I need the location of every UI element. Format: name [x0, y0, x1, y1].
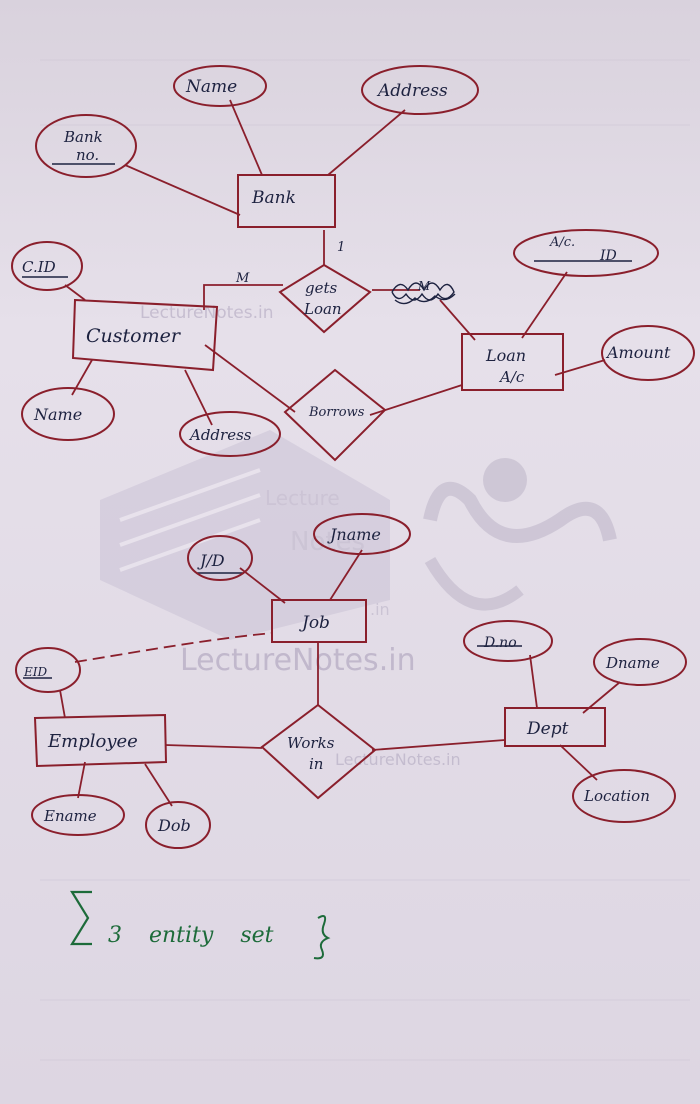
- works-in-relationship: [260, 703, 377, 800]
- gets-loan-relationship: [278, 263, 372, 334]
- dept-location-label: Location: [583, 787, 650, 805]
- entity-set-note-text: 3 entity set: [108, 923, 274, 948]
- amount-attribute: [601, 325, 695, 381]
- customer-entity: [71, 298, 219, 372]
- employee-id-label: EID: [23, 665, 48, 679]
- gets-loan-label-line1: gets: [305, 279, 338, 297]
- entity-set-note: 3 entity set: [70, 890, 331, 960]
- ac-id-attribute: [513, 229, 659, 277]
- dept-location-attribute: [572, 769, 676, 823]
- bank-no-label-line2: no.: [76, 146, 99, 164]
- job-name-label: Jname: [327, 525, 381, 544]
- customer-name-attribute: [21, 387, 115, 441]
- cardinality-loan: M: [417, 279, 431, 293]
- job-name-attribute: [313, 513, 411, 555]
- loan-ac-entity: [461, 333, 564, 391]
- job-id-attribute: [187, 535, 253, 581]
- bank-address-attribute: [361, 65, 479, 115]
- employee-name-label: Ename: [43, 807, 97, 825]
- dept-entity: [504, 707, 606, 747]
- bank-name-attribute: [173, 65, 267, 107]
- dept-no-attribute: [463, 620, 553, 662]
- borrows-relationship: [283, 368, 387, 462]
- watermark-main: LectureNotes.in: [180, 643, 416, 678]
- watermark-small: LectureNotes.in: [335, 750, 461, 769]
- employee-entity-label: Employee: [47, 731, 138, 752]
- watermark: LectureNotes.in Lecture Notes .in Lectur…: [100, 303, 617, 769]
- customer-address-attribute: [179, 411, 281, 457]
- customer-address-label: Address: [188, 426, 252, 444]
- diagram2-labels: Job Employee Dept Works in J/D Jname EID…: [23, 525, 660, 835]
- bank-no-label-line1: Bank: [63, 128, 103, 146]
- watermark-logo-line1: Lecture: [265, 486, 340, 510]
- job-id-label: J/D: [197, 551, 225, 570]
- loan-entity-label-line2: A/c: [498, 368, 525, 386]
- sum-bracket-icon: [70, 890, 92, 946]
- amount-label: Amount: [605, 343, 671, 362]
- bank-no-attribute: [35, 114, 137, 178]
- diagram2-connectors: [59, 549, 621, 807]
- employee-name-attribute: [31, 794, 125, 836]
- works-in-label-line1: Works: [287, 734, 335, 752]
- ac-id-label-line2: ID: [599, 248, 617, 264]
- bank-address-label: Address: [376, 81, 448, 101]
- key-underlines: [22, 163, 632, 679]
- dept-name-attribute: [593, 638, 687, 686]
- watermark-logo-line3: .in: [370, 600, 390, 619]
- scribble-mark: [391, 282, 456, 305]
- customer-entity-label: Customer: [86, 325, 182, 347]
- dept-name-label: Dname: [605, 654, 660, 672]
- job-entity-label: Job: [299, 613, 330, 633]
- cardinality-customer: M: [235, 271, 250, 286]
- loan-entity-label-line1: Loan: [485, 346, 526, 365]
- diagram1-connectors: [64, 99, 606, 426]
- customer-id-attribute: [11, 241, 83, 291]
- job-entity: [271, 599, 367, 643]
- gets-loan-label-line2: Loan: [303, 300, 342, 318]
- works-in-label-line2: in: [309, 755, 323, 773]
- employee-entity: [33, 713, 168, 768]
- cardinality-bank: 1: [337, 240, 345, 255]
- watermark-top: LectureNotes.in: [140, 303, 274, 323]
- customer-name-label: Name: [33, 405, 82, 424]
- employee-dob-attribute: [145, 801, 211, 849]
- diagram1-labels: Bank Customer Loan A/c gets Loan Borrows…: [22, 77, 671, 444]
- ac-id-label-line1: A/c.: [549, 235, 575, 250]
- watermark-logo-line2: Notes: [290, 527, 365, 557]
- borrows-label: Borrows: [308, 405, 365, 420]
- dept-entity-label: Dept: [526, 719, 569, 739]
- bank-entity-label: Bank: [251, 188, 296, 208]
- watermark-logo: Lecture Notes .in: [100, 430, 617, 640]
- closing-brace-icon: [313, 915, 331, 960]
- employee-dob-label: Dob: [157, 816, 191, 835]
- employee-id-attribute: [15, 647, 81, 693]
- bank-name-label: Name: [185, 77, 237, 97]
- dept-no-label: D.no: [483, 635, 517, 651]
- paper-rules: [40, 59, 690, 1061]
- bank-entity: [237, 174, 336, 228]
- customer-id-label: C.ID: [22, 258, 56, 276]
